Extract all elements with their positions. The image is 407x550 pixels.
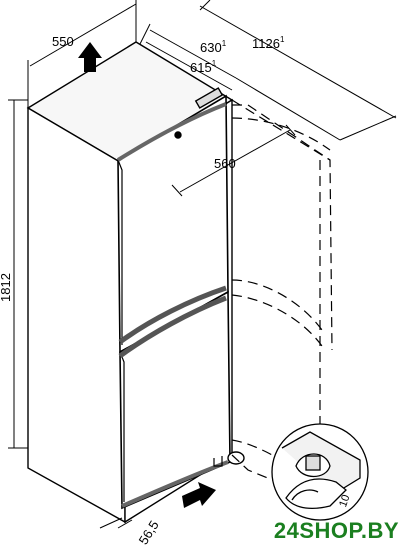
door-lock [174, 131, 182, 139]
label-depth-handle: 6301 [200, 39, 227, 55]
foot-detail [271, 423, 369, 521]
label-door-width: 560 [214, 156, 236, 171]
label-depth: 6151 [190, 59, 217, 75]
top-handle [116, 102, 227, 162]
fridge-body [26, 41, 245, 524]
fridge-side [27, 106, 126, 524]
label-width: 550 [52, 34, 74, 49]
watermark-logo: 24SHOP.BY [273, 518, 399, 543]
arrows [78, 42, 216, 508]
label-wrench-size: 10 [337, 493, 352, 509]
upper-handle [118, 285, 227, 345]
wrench-icon [285, 478, 347, 510]
label-foot-offset: 56,5 [136, 518, 162, 547]
up-arrow-icon [78, 42, 102, 72]
top-hinge [194, 87, 224, 109]
label-door-open-depth: 11261 [252, 35, 285, 51]
lower-handle [118, 295, 227, 359]
label-height: 1812 [0, 273, 13, 302]
push-arrow-icon [182, 482, 216, 508]
upper-door-edge [117, 159, 123, 345]
front-foot [213, 456, 223, 467]
dimension-lines [8, 0, 397, 529]
